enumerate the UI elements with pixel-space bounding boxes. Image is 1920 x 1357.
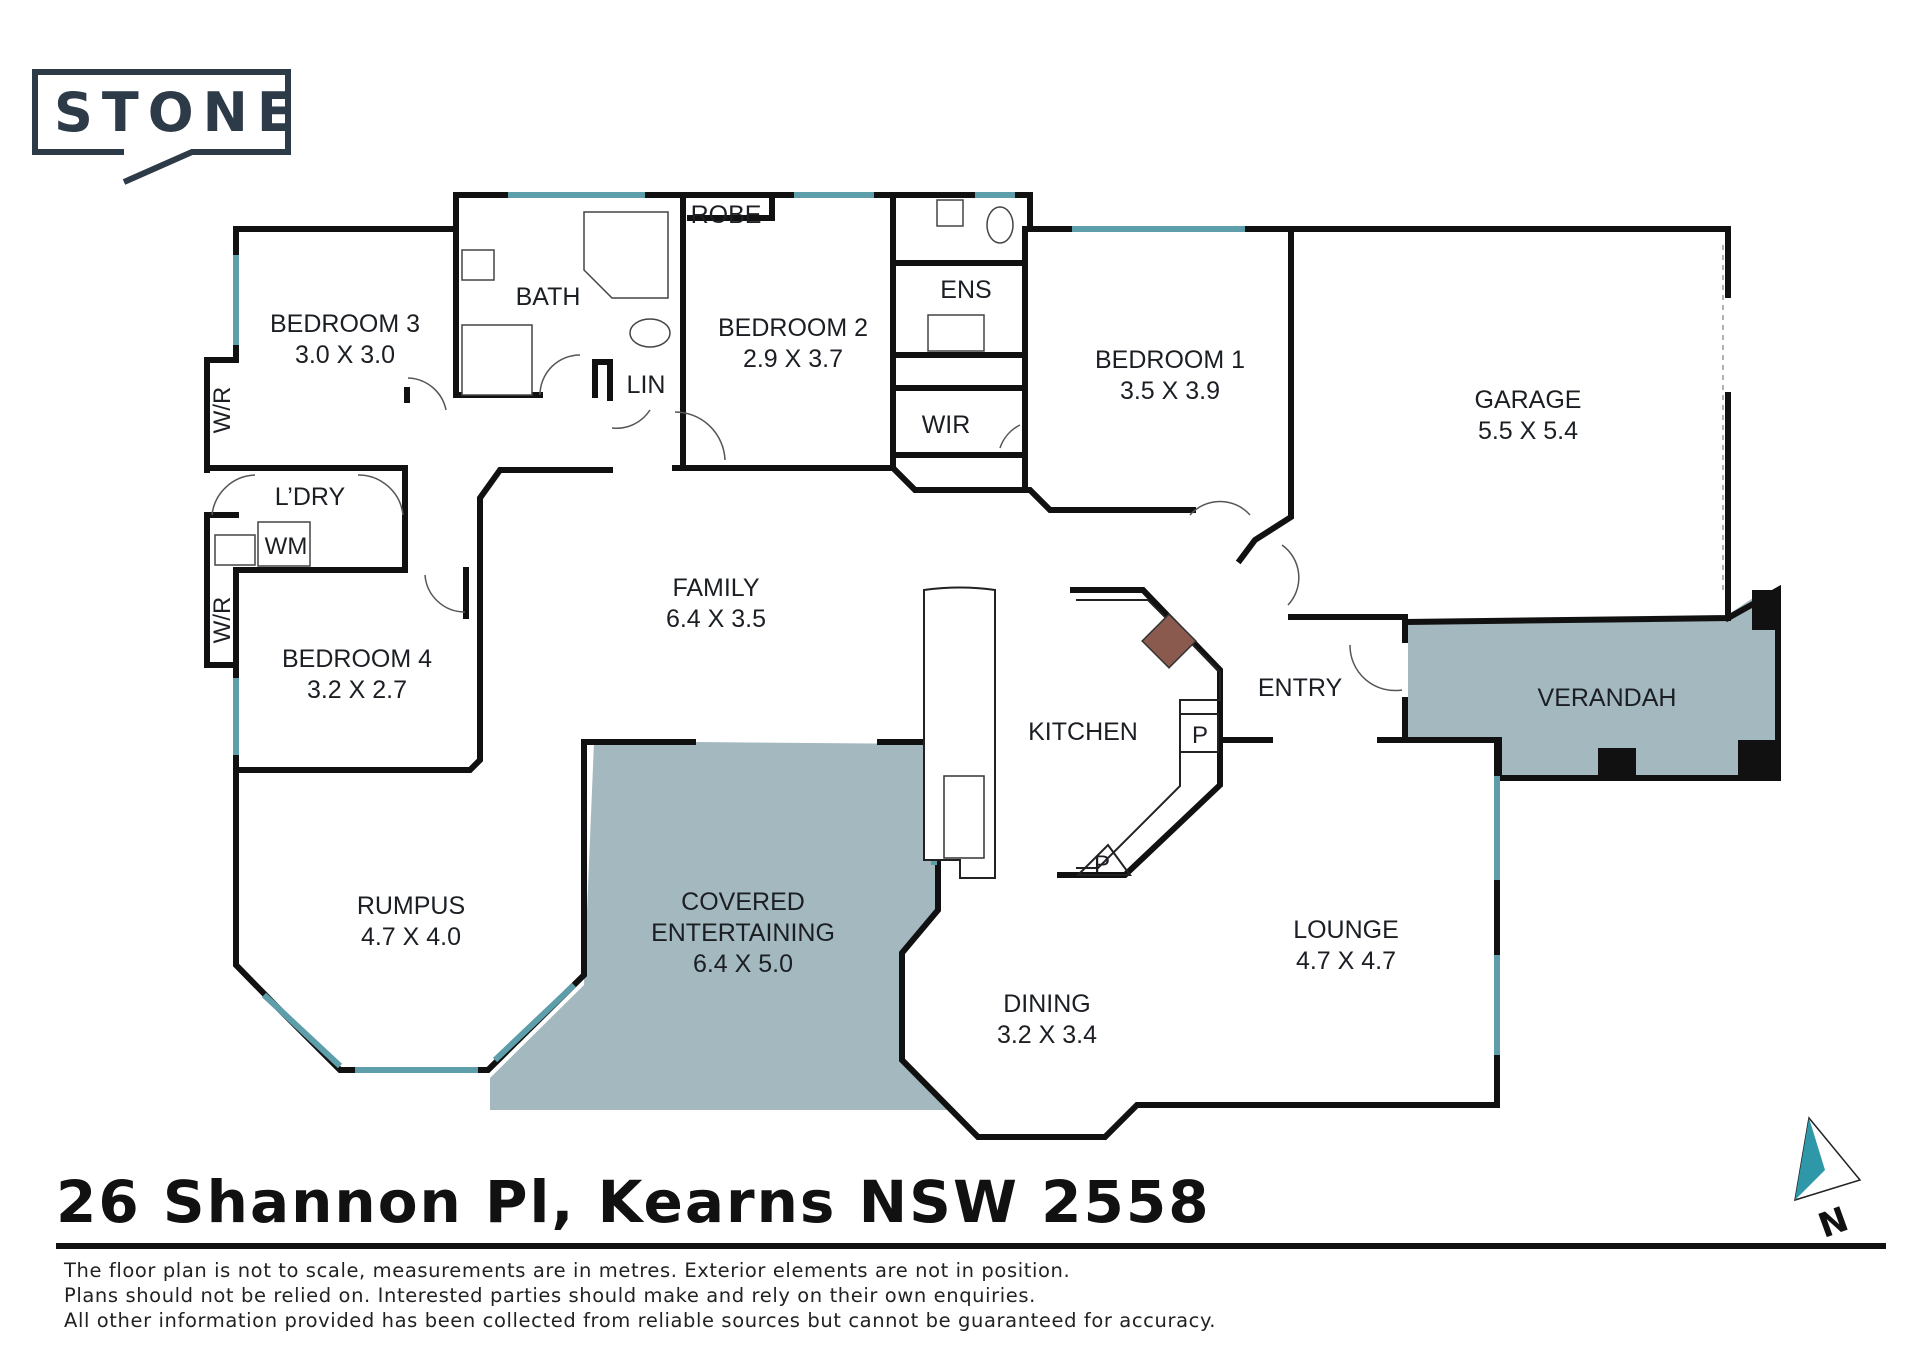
- verandah-area: [1408, 590, 1778, 778]
- post: [1598, 748, 1636, 780]
- bedroom2-size: 2.9 X 3.7: [743, 345, 843, 373]
- kitchen-counter: [1076, 599, 1221, 869]
- post: [1752, 590, 1778, 630]
- fixtures: [214, 199, 1014, 567]
- bedroom3-size: 3.0 X 3.0: [295, 341, 395, 369]
- toilet-icon: [629, 318, 671, 348]
- door-arc: [424, 574, 466, 613]
- door-arc: [1349, 644, 1403, 692]
- lounge-size: 4.7 X 4.7: [1296, 947, 1396, 975]
- dining-name: DINING: [1003, 990, 1091, 1018]
- ens-toilet-icon: [986, 206, 1014, 244]
- rumpus-name: RUMPUS: [357, 892, 465, 920]
- door-arc: [999, 424, 1021, 449]
- logo-text: STONE: [54, 81, 303, 144]
- pantry-box: [1179, 713, 1219, 753]
- covered-entertaining-area: [490, 742, 948, 1110]
- wir-name: WIR: [922, 411, 971, 439]
- disclaimer-line: Plans should not be relied on. Intereste…: [64, 1284, 1036, 1307]
- wr-top-name: W/R: [209, 387, 236, 434]
- garage-name: GARAGE: [1475, 386, 1582, 414]
- cooktop-icon: [1141, 613, 1197, 669]
- north-letter: N: [1813, 1199, 1853, 1246]
- room-labels: BEDROOM 3 3.0 X 3.0 BATH ROBE BEDROOM 2 …: [209, 201, 1676, 1049]
- disclaimer-line: All other information provided has been …: [64, 1309, 1217, 1332]
- family-name: FAMILY: [672, 574, 759, 602]
- wr-bottom-name: W/R: [209, 597, 236, 644]
- pantry-box-2: [1075, 843, 1132, 876]
- pantry2-name: P: [1094, 851, 1110, 878]
- door-arc: [407, 377, 447, 411]
- bedroom2-name: BEDROOM 2: [718, 314, 868, 342]
- family-size: 6.4 X 3.5: [666, 605, 766, 633]
- ens-name: ENS: [940, 276, 991, 304]
- bedroom4-size: 3.2 X 2.7: [307, 676, 407, 704]
- bathtub-icon: [461, 324, 533, 396]
- wm-name: WM: [265, 533, 308, 560]
- shower-icon: [583, 211, 669, 299]
- door-arc: [1281, 544, 1300, 606]
- doors: [211, 354, 1403, 692]
- wm-box: [257, 521, 311, 567]
- north-arrow-icon: N: [1794, 1116, 1862, 1247]
- laundry-tub-icon: [214, 534, 256, 566]
- pantry1-name: P: [1192, 722, 1208, 749]
- disclaimer-line: The floor plan is not to scale, measurem…: [64, 1259, 1071, 1282]
- window: [492, 982, 577, 1063]
- stone-logo: STONE: [32, 69, 303, 185]
- dining-size: 3.2 X 3.4: [997, 1021, 1097, 1049]
- bedroom1-size: 3.5 X 3.9: [1120, 377, 1220, 405]
- covered-name1: COVERED: [681, 888, 805, 916]
- property-address: 26 Shannon Pl, Kearns NSW 2558: [56, 1168, 1211, 1236]
- post: [1738, 740, 1778, 780]
- sink-icon: [943, 775, 985, 859]
- covered-size: 6.4 X 5.0: [693, 950, 793, 978]
- garage-size: 5.5 X 5.4: [1478, 417, 1578, 445]
- bedroom3-name: BEDROOM 3: [270, 310, 420, 338]
- entry-name: ENTRY: [1258, 674, 1343, 702]
- door-arc: [1189, 500, 1251, 516]
- verandah-posts: [1598, 590, 1778, 780]
- door-arc: [211, 474, 256, 516]
- ens-shower-icon: [936, 199, 964, 227]
- door-arc: [357, 474, 404, 516]
- covered-name2: ENTERTAINING: [651, 919, 835, 947]
- door-arc: [539, 354, 581, 396]
- bath-name: BATH: [516, 283, 581, 311]
- verandah-name: VERANDAH: [1538, 684, 1677, 712]
- lin-name: LIN: [627, 371, 666, 399]
- ens-basin-icon: [927, 314, 985, 352]
- bedroom4-name: BEDROOM 4: [282, 645, 432, 673]
- window: [261, 992, 343, 1069]
- bedroom1-name: BEDROOM 1: [1095, 346, 1245, 374]
- basin-icon: [461, 249, 495, 281]
- disclaimer: The floor plan is not to scale, measurem…: [64, 1258, 1216, 1333]
- laundry-name: L’DRY: [275, 483, 346, 511]
- robe-name: ROBE: [691, 201, 762, 229]
- rumpus-size: 4.7 X 4.0: [361, 923, 461, 951]
- divider: [56, 1243, 1886, 1249]
- lounge-name: LOUNGE: [1293, 916, 1399, 944]
- door-arc: [674, 411, 726, 461]
- kitchen-name: KITCHEN: [1028, 718, 1138, 746]
- door-arc: [611, 409, 651, 429]
- windows: [233, 192, 1500, 1073]
